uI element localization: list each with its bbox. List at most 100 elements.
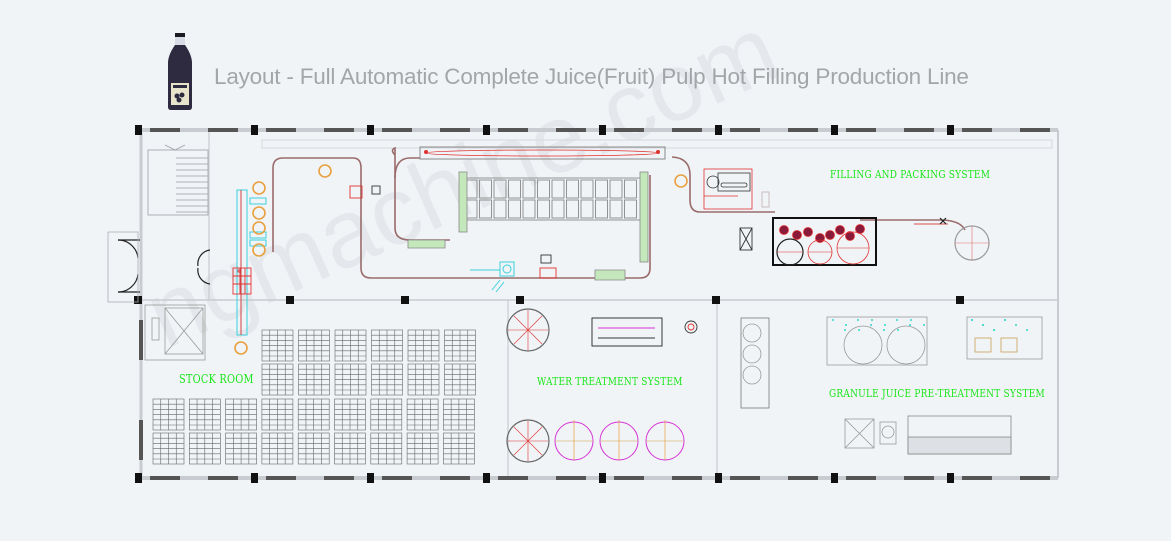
- tunnel-cell: [624, 199, 637, 219]
- column: [483, 125, 490, 135]
- column: [712, 296, 720, 304]
- window: [672, 128, 702, 132]
- pallet: [189, 398, 221, 431]
- granule-dot: [909, 324, 911, 326]
- granule-dot: [832, 319, 834, 321]
- pallet: [261, 432, 294, 465]
- window: [208, 128, 238, 132]
- operator-station: [252, 221, 266, 235]
- tunnel-cell: [566, 199, 579, 219]
- pallet: [334, 432, 366, 465]
- filler-wheel: [815, 233, 825, 243]
- window: [730, 128, 760, 132]
- operator-station: [252, 243, 266, 257]
- pallet: [225, 432, 257, 465]
- tunnel-cell: [493, 199, 507, 219]
- window: [846, 476, 876, 480]
- feed-conveyor: [236, 189, 267, 336]
- pallet: [371, 329, 403, 362]
- window: [904, 476, 934, 480]
- area-label-granule-pretreatment: GRANULE JUICE PRE-TREATMENT SYSTEM: [829, 386, 1045, 400]
- column: [401, 296, 409, 304]
- window: [498, 476, 528, 480]
- column: [367, 125, 374, 135]
- granule-dot: [884, 324, 886, 326]
- window: [324, 128, 354, 132]
- area-label-filling-packing: FILLING AND PACKING SYSTEM: [830, 167, 991, 181]
- window: [382, 476, 412, 480]
- elevator: [144, 304, 206, 361]
- sterilization-tank: [554, 420, 594, 461]
- operator-station: [234, 341, 248, 355]
- pallet: [298, 363, 330, 396]
- filler-wheel: [825, 230, 835, 240]
- window: [904, 128, 934, 132]
- window: [324, 476, 354, 480]
- pallet: [407, 363, 440, 396]
- pallet: [189, 432, 221, 465]
- granule-dot: [971, 319, 973, 321]
- tunnel-cell: [566, 179, 579, 199]
- tunnel-cell: [624, 179, 637, 199]
- window: [788, 476, 818, 480]
- window: [139, 420, 143, 460]
- window: [788, 128, 818, 132]
- filler-wheel: [845, 231, 855, 241]
- pallet: [443, 398, 475, 431]
- pallet: [334, 398, 366, 431]
- tunnel-cell: [537, 179, 550, 199]
- water-tank: [506, 419, 550, 463]
- capper: [237, 185, 557, 279]
- bottle-blower: [703, 168, 770, 210]
- tunnel-cell: [551, 199, 565, 219]
- pasteurizer-tunnel: [419, 146, 666, 160]
- column: [715, 473, 722, 483]
- window: [266, 476, 296, 480]
- green-buffer-conveyors: [407, 171, 649, 281]
- tunnel-cell: [493, 179, 507, 199]
- accessories: [371, 185, 753, 264]
- granule-dot: [1004, 319, 1006, 321]
- column: [947, 125, 954, 135]
- juice-bottle-icon: [168, 33, 192, 110]
- granule-dot: [870, 324, 872, 326]
- window: [962, 476, 992, 480]
- pallet: [406, 432, 439, 465]
- granule-dot: [858, 329, 860, 331]
- column: [947, 473, 954, 483]
- tunnel-cell: [609, 179, 623, 199]
- window: [730, 476, 760, 480]
- column: [516, 296, 524, 304]
- tunnel-cell: [508, 179, 521, 199]
- window: [614, 476, 644, 480]
- column: [286, 296, 294, 304]
- column: [251, 125, 258, 135]
- pallet: [444, 329, 476, 362]
- tunnel-cell: [522, 179, 536, 199]
- granule-dot: [883, 329, 885, 331]
- column: [715, 125, 722, 135]
- window: [150, 128, 180, 132]
- tunnel-cell: [479, 179, 492, 199]
- pallet: [334, 329, 367, 362]
- column: [831, 125, 838, 135]
- building-walls: [138, 128, 1059, 480]
- packing-machine: [772, 217, 877, 266]
- water-treatment-equipment: [506, 308, 698, 463]
- sterilization-tank: [645, 420, 685, 461]
- area-label-water-treatment: WATER TREATMENT SYSTEM: [537, 374, 683, 388]
- pallet: [298, 329, 330, 362]
- tunnel-cell: [508, 199, 521, 219]
- depalletizer: [232, 267, 252, 295]
- pallet: [297, 398, 330, 431]
- blender-filler: [470, 261, 515, 293]
- window: [208, 476, 238, 480]
- filler-wheel: [792, 230, 802, 240]
- granule-dot: [993, 329, 995, 331]
- window: [672, 476, 702, 480]
- tunnel-cell: [479, 199, 492, 219]
- cooling-tunnel: [461, 177, 643, 221]
- operator-station: [252, 181, 266, 195]
- pallet: [371, 363, 403, 396]
